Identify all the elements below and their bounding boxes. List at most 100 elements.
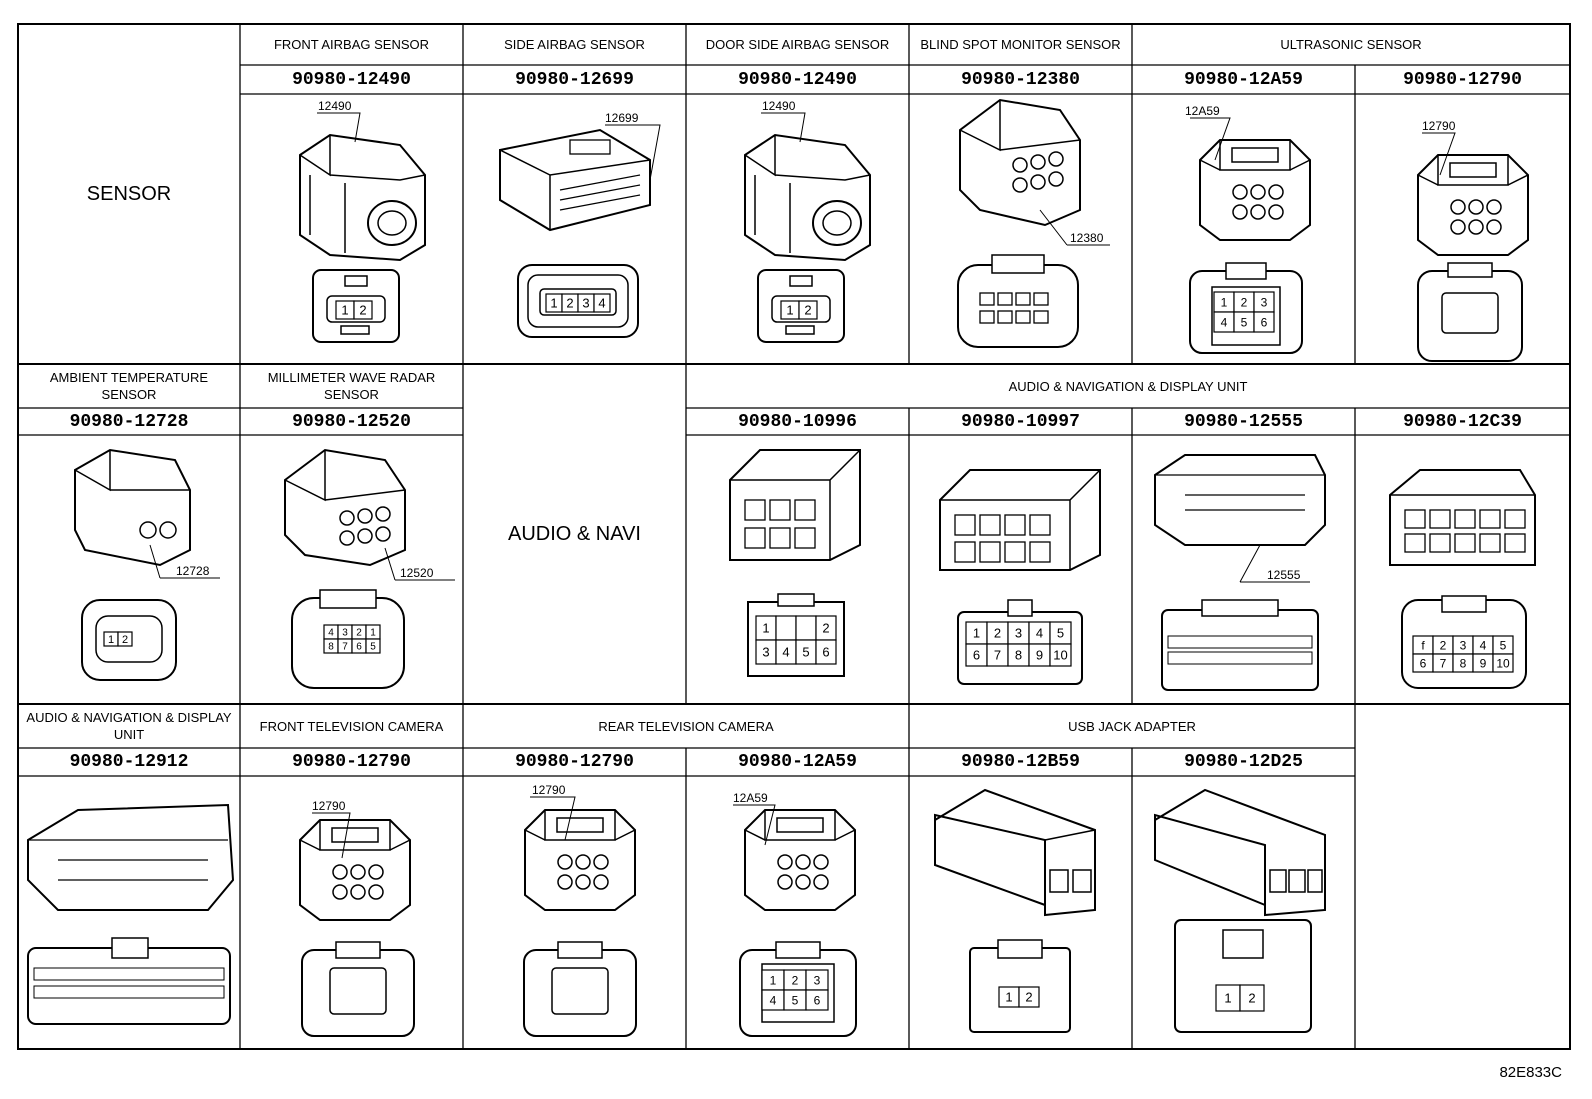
part-number: 90980-12D25 <box>1184 752 1303 772</box>
pin-label: 6 <box>973 648 980 663</box>
pin-label: 5 <box>1241 315 1248 329</box>
ultrasonic-12790-face-drawing <box>1417 262 1523 362</box>
header-ambient-temperature-sensor: AMBIENT TEMPERATURE SENSOR <box>49 370 209 402</box>
pin-label: 2 <box>804 303 811 318</box>
usb-jack-12b59-connector-drawing <box>934 788 1096 917</box>
audio-nav-10997-connector-drawing <box>939 469 1101 571</box>
pin-label: 2 <box>356 628 362 639</box>
pin-label: 4 <box>782 645 789 660</box>
pin-label: 2 <box>792 973 799 987</box>
part-number: 90980-12555 <box>1184 411 1303 432</box>
ambient-temp-connector-drawing <box>74 448 191 567</box>
pin-cell <box>593 293 611 313</box>
pin-label: 3 <box>1015 626 1022 641</box>
pin-label: 4 <box>1036 626 1043 641</box>
pin-label: 6 <box>822 645 829 660</box>
pin-label: 2 <box>1248 991 1255 1006</box>
callout-number: 12A59 <box>1185 104 1220 118</box>
pin-label: 1 <box>1005 990 1012 1005</box>
pin-label: 3 <box>762 645 769 660</box>
part-number: 90980-12A59 <box>738 752 857 772</box>
pin-label: 8 <box>1015 648 1022 663</box>
mmwave-radar-connector-drawing <box>284 448 406 567</box>
pin-label: 1 <box>341 303 348 318</box>
pin-label: 4 <box>1221 315 1228 329</box>
pin-label: 2 <box>994 626 1001 641</box>
header-ultrasonic-sensor: ULTRASONIC SENSOR <box>1280 37 1422 52</box>
pin-label: 2 <box>1025 990 1032 1005</box>
header-usb-jack-adapter: USB JACK ADAPTER <box>1068 718 1196 734</box>
pin-cell <box>1492 653 1514 673</box>
pin-label: 8 <box>1460 656 1467 670</box>
pin-label: 5 <box>370 642 376 653</box>
header-blind-spot-monitor-sensor: BLIND SPOT MONITOR SENSOR <box>920 37 1121 52</box>
pin-label: 1 <box>108 634 114 646</box>
section-label-sensor: SENSOR <box>86 182 172 205</box>
pin-label: 1 <box>550 296 557 311</box>
pin-label: 4 <box>598 296 605 311</box>
pin-label: 7 <box>1440 656 1447 670</box>
callout-number: 12699 <box>605 111 639 125</box>
callout-number: 12520 <box>400 566 434 580</box>
pin-label: 3 <box>342 628 348 639</box>
pin-label: 2 <box>822 621 829 636</box>
header-audio-navigation-display-unit: AUDIO & NAVIGATION & DISPLAY UNIT <box>1008 378 1248 394</box>
callout-number: 12490 <box>318 99 352 113</box>
pin-label: 5 <box>1057 626 1064 641</box>
part-number: 90980-10997 <box>961 411 1080 432</box>
door-side-airbag-connector-drawing <box>744 133 871 262</box>
pin-label: 10 <box>1496 656 1510 670</box>
audio-nav-12555-face-drawing <box>1161 599 1319 691</box>
part-number: 90980-12490 <box>738 69 857 90</box>
part-number: 90980-12790 <box>515 752 634 772</box>
pin-cell <box>805 989 829 1011</box>
pin-label: 9 <box>1480 656 1487 670</box>
pin-cell <box>353 300 373 320</box>
audio-nav-12c39-connector-drawing <box>1389 469 1536 566</box>
pin-label: 10 <box>1053 648 1067 663</box>
part-number: 90980-12A59 <box>1184 69 1303 90</box>
callout-number: 12790 <box>1422 119 1456 133</box>
pin-label: 6 <box>356 642 362 653</box>
callout-number: 12790 <box>312 799 346 813</box>
callout-number: 12380 <box>1070 231 1104 245</box>
pin-label: 6 <box>1420 656 1427 670</box>
pin-label: 8 <box>328 642 334 653</box>
pin-cell <box>775 615 797 641</box>
pin-label: 4 <box>328 628 334 639</box>
pin-label: 2 <box>566 296 573 311</box>
pin-label: 1 <box>1224 991 1231 1006</box>
pin-cell <box>1239 984 1265 1012</box>
pin-label: 1 <box>973 626 980 641</box>
pin-label: 7 <box>994 648 1001 663</box>
pin-label: 2 <box>1241 295 1248 309</box>
part-number: 90980-12380 <box>961 69 1080 90</box>
rear-tv-camera-12790-connector-drawing <box>524 809 636 911</box>
pin-label: 3 <box>1460 638 1467 652</box>
pin-label: 4 <box>1480 638 1487 652</box>
pin-label: 7 <box>342 642 348 653</box>
audio-nav-12912-face-drawing <box>27 937 231 1025</box>
header-audio-navigation-display-unit: AUDIO & NAVIGATION & DISPLAY UNIT <box>26 710 232 742</box>
callout-number: 12790 <box>532 783 566 797</box>
part-number: 90980-12520 <box>292 411 411 432</box>
pin-label: 9 <box>1036 648 1043 663</box>
callout-number: 12A59 <box>733 791 768 805</box>
pin-label: 3 <box>814 973 821 987</box>
pin-label: 3 <box>582 296 589 311</box>
pin-label: 5 <box>792 993 799 1007</box>
rear-tv-camera-12790-face-drawing <box>523 941 637 1037</box>
callout-number: 12490 <box>762 99 796 113</box>
front-airbag-connector-drawing <box>299 133 426 262</box>
pin-label: 5 <box>1500 638 1507 652</box>
pin-label: 6 <box>814 993 821 1007</box>
part-number: 90980-12912 <box>69 752 189 772</box>
header-door-side-airbag-sensor: DOOR SIDE AIRBAG SENSOR <box>705 37 890 52</box>
audio-nav-12555-connector-drawing <box>1154 454 1326 546</box>
part-number: 90980-12699 <box>515 69 634 90</box>
pin-cell <box>117 631 133 647</box>
section-label-audio-navi: AUDIO & NAVI <box>508 522 641 545</box>
header-front-television-camera: FRONT TELEVISION CAMERA <box>259 718 444 734</box>
pin-cell <box>1049 643 1072 667</box>
